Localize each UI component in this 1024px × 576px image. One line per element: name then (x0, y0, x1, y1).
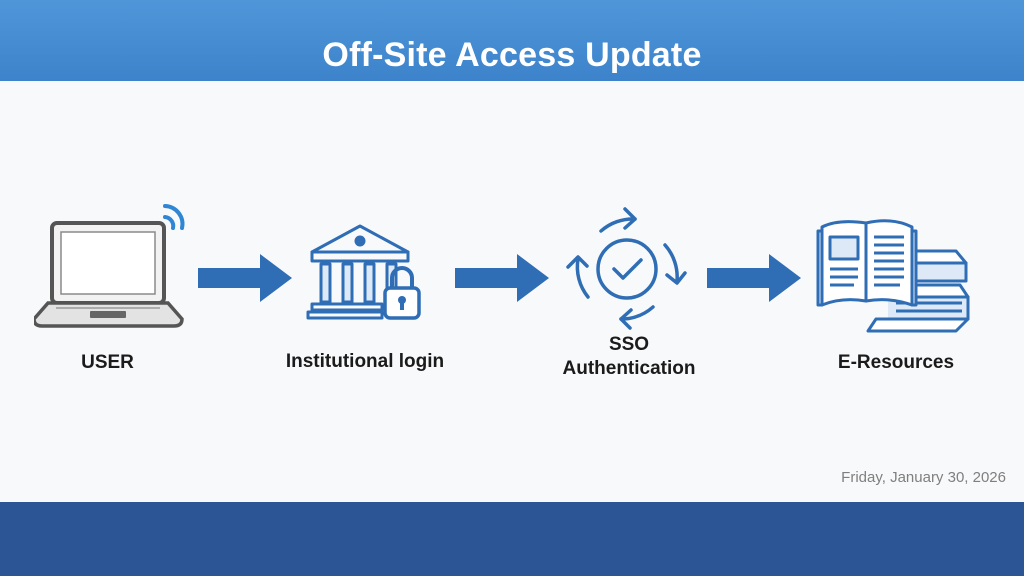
flow-arrow-1 (198, 254, 292, 302)
step-label-sso-authentication: SSO Authentication (546, 333, 712, 381)
flow-arrow-3 (707, 254, 801, 302)
books-icon (816, 219, 970, 333)
slide-date: Friday, January 30, 2026 (841, 469, 1006, 486)
footer-bar (0, 502, 1024, 576)
step-label-institutional-login: Institutional login (285, 351, 445, 372)
institution-lock-icon (306, 224, 421, 320)
slide-title: Off-Site Access Update (322, 36, 702, 74)
step-label-e-resources: E-Resources (837, 352, 955, 373)
sso-refresh-check-icon (566, 207, 687, 330)
step-label-sso-line1: SSO (608, 334, 650, 355)
step-label-sso-line2: Authentication (562, 358, 696, 379)
header-bar: Off-Site Access Update (0, 0, 1024, 81)
laptop-wifi-icon (34, 204, 185, 328)
flow-arrow-2 (455, 254, 549, 302)
step-label-user: USER (81, 352, 134, 373)
